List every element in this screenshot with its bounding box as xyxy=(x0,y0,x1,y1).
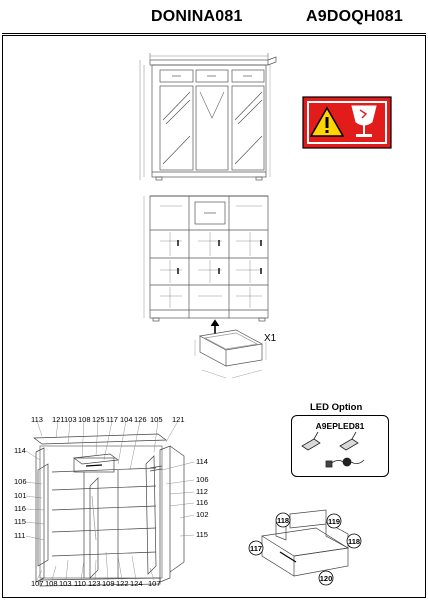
drawer-part-120: 120 xyxy=(320,574,333,583)
cabinet-interior-dimension-drawing xyxy=(143,195,269,334)
part-label-109: 109 xyxy=(102,579,115,588)
cabinet-front-dimension-drawing xyxy=(139,53,277,181)
part-label-112: 112 xyxy=(196,487,208,496)
content-frame xyxy=(2,35,426,598)
led-option-box: A9EPLED81 xyxy=(291,415,389,477)
part-label-121b: 121 xyxy=(172,415,185,424)
part-label-114-right: 114 xyxy=(196,457,208,466)
part-label-115-right: 115 xyxy=(196,530,208,539)
part-label-110: 110 xyxy=(74,579,86,588)
part-label-108: 108 xyxy=(78,415,91,424)
part-label-106-left: 106 xyxy=(14,477,27,486)
drawer-part-118-right: 118 xyxy=(348,537,360,546)
part-label-117: 117 xyxy=(106,415,118,424)
part-label-103-bottom: 103 xyxy=(59,579,72,588)
led-strip-items xyxy=(301,431,365,468)
part-label-124: 124 xyxy=(130,579,143,588)
model-name: DONINA081 xyxy=(151,8,243,25)
part-label-106-right: 106 xyxy=(196,475,209,484)
led-option-title: LED Option xyxy=(310,402,363,413)
part-label-103: 103 xyxy=(64,415,77,424)
led-product-code: A9EPLED81 xyxy=(315,421,365,431)
part-label-121: 121 xyxy=(52,415,65,424)
drawer-part-119: 119 xyxy=(328,517,340,526)
part-label-101: 101 xyxy=(14,491,27,500)
drawer-part-117: 117 xyxy=(250,544,262,553)
part-label-113: 113 xyxy=(31,415,43,424)
drawer-quantity: X1 xyxy=(264,333,277,344)
part-label-104: 104 xyxy=(120,415,133,424)
sheet-header: DONINA081 A9DOQH081 xyxy=(0,0,428,36)
part-label-125: 125 xyxy=(92,415,105,424)
part-label-123: 123 xyxy=(88,579,101,588)
header-divider xyxy=(2,33,426,34)
part-label-111: 111 xyxy=(14,531,25,540)
part-label-126: 126 xyxy=(134,415,147,424)
product-code: A9DOQH081 xyxy=(306,8,403,25)
drawer-part-callouts xyxy=(248,512,362,586)
exploded-assembly-drawing xyxy=(25,420,195,587)
part-label-108-bottom: 108 xyxy=(45,579,58,588)
part-label-114-left: 114 xyxy=(14,446,26,455)
part-label-116-right: 116 xyxy=(196,498,208,507)
part-label-105: 105 xyxy=(150,415,163,424)
part-label-115-left: 115 xyxy=(14,517,26,526)
part-label-102: 102 xyxy=(196,510,209,519)
part-label-107-left: 107 xyxy=(31,579,44,588)
part-label-116-left: 116 xyxy=(14,504,26,513)
drawer-part-118-top: 118 xyxy=(277,516,289,525)
drawer-dimension-drawing xyxy=(194,329,267,379)
part-label-122: 122 xyxy=(116,579,129,588)
fragile-glass-warning-icon xyxy=(302,96,392,149)
part-label-107-right: 107 xyxy=(148,579,161,588)
